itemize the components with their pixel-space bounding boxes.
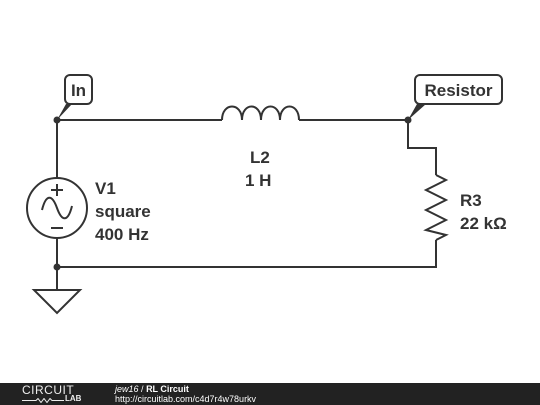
logo-text-lab: LAB	[65, 394, 82, 403]
logo-text-circuit: CIRCUIT	[22, 383, 75, 397]
node-label-resistor: Resistor	[408, 74, 503, 120]
wire-right-lower	[57, 240, 437, 268]
wire-right-upper	[407, 120, 437, 175]
resistor-value-label: 22 kΩ	[460, 214, 507, 233]
credit-line: jew16 / RL Circuit	[115, 384, 256, 394]
resistor-name-label: R3	[460, 191, 482, 210]
logo-resistor-icon	[22, 398, 64, 403]
author-link[interactable]: jew16	[115, 384, 139, 394]
source-frequency-label: 400 Hz	[95, 225, 149, 244]
resistor-R3	[423, 174, 449, 241]
credit-separator: /	[141, 384, 144, 394]
circuit-credit: jew16 / RL Circuit http://circuitlab.com…	[115, 384, 256, 404]
circuit-schematic: In Resistor L2 1 H R3 22 kΩ V1 square 40…	[26, 74, 507, 315]
circuit-url-link[interactable]: http://circuitlab.com/c4d7r4w78urkv	[115, 394, 257, 404]
node-label-in-text: In	[71, 81, 86, 100]
node-label-in: In	[57, 74, 93, 120]
junction-ground	[53, 263, 61, 271]
footer-bar: CIRCUIT LAB jew16 / RL Circuit http://ci…	[0, 383, 540, 405]
sine-wave-icon	[41, 196, 73, 220]
inductor-value-label: 1 H	[245, 171, 271, 190]
inductor-L2	[221, 105, 300, 121]
ground-icon	[31, 289, 83, 315]
plus-sign-icon	[51, 184, 63, 196]
source-name-label: V1	[95, 179, 116, 198]
inductor-name-label: L2	[250, 148, 270, 167]
circuit-title: RL Circuit	[146, 384, 189, 394]
circuitlab-logo[interactable]: CIRCUIT LAB	[22, 384, 94, 404]
node-label-resistor-text: Resistor	[424, 81, 492, 100]
source-waveform-label: square	[95, 202, 151, 221]
